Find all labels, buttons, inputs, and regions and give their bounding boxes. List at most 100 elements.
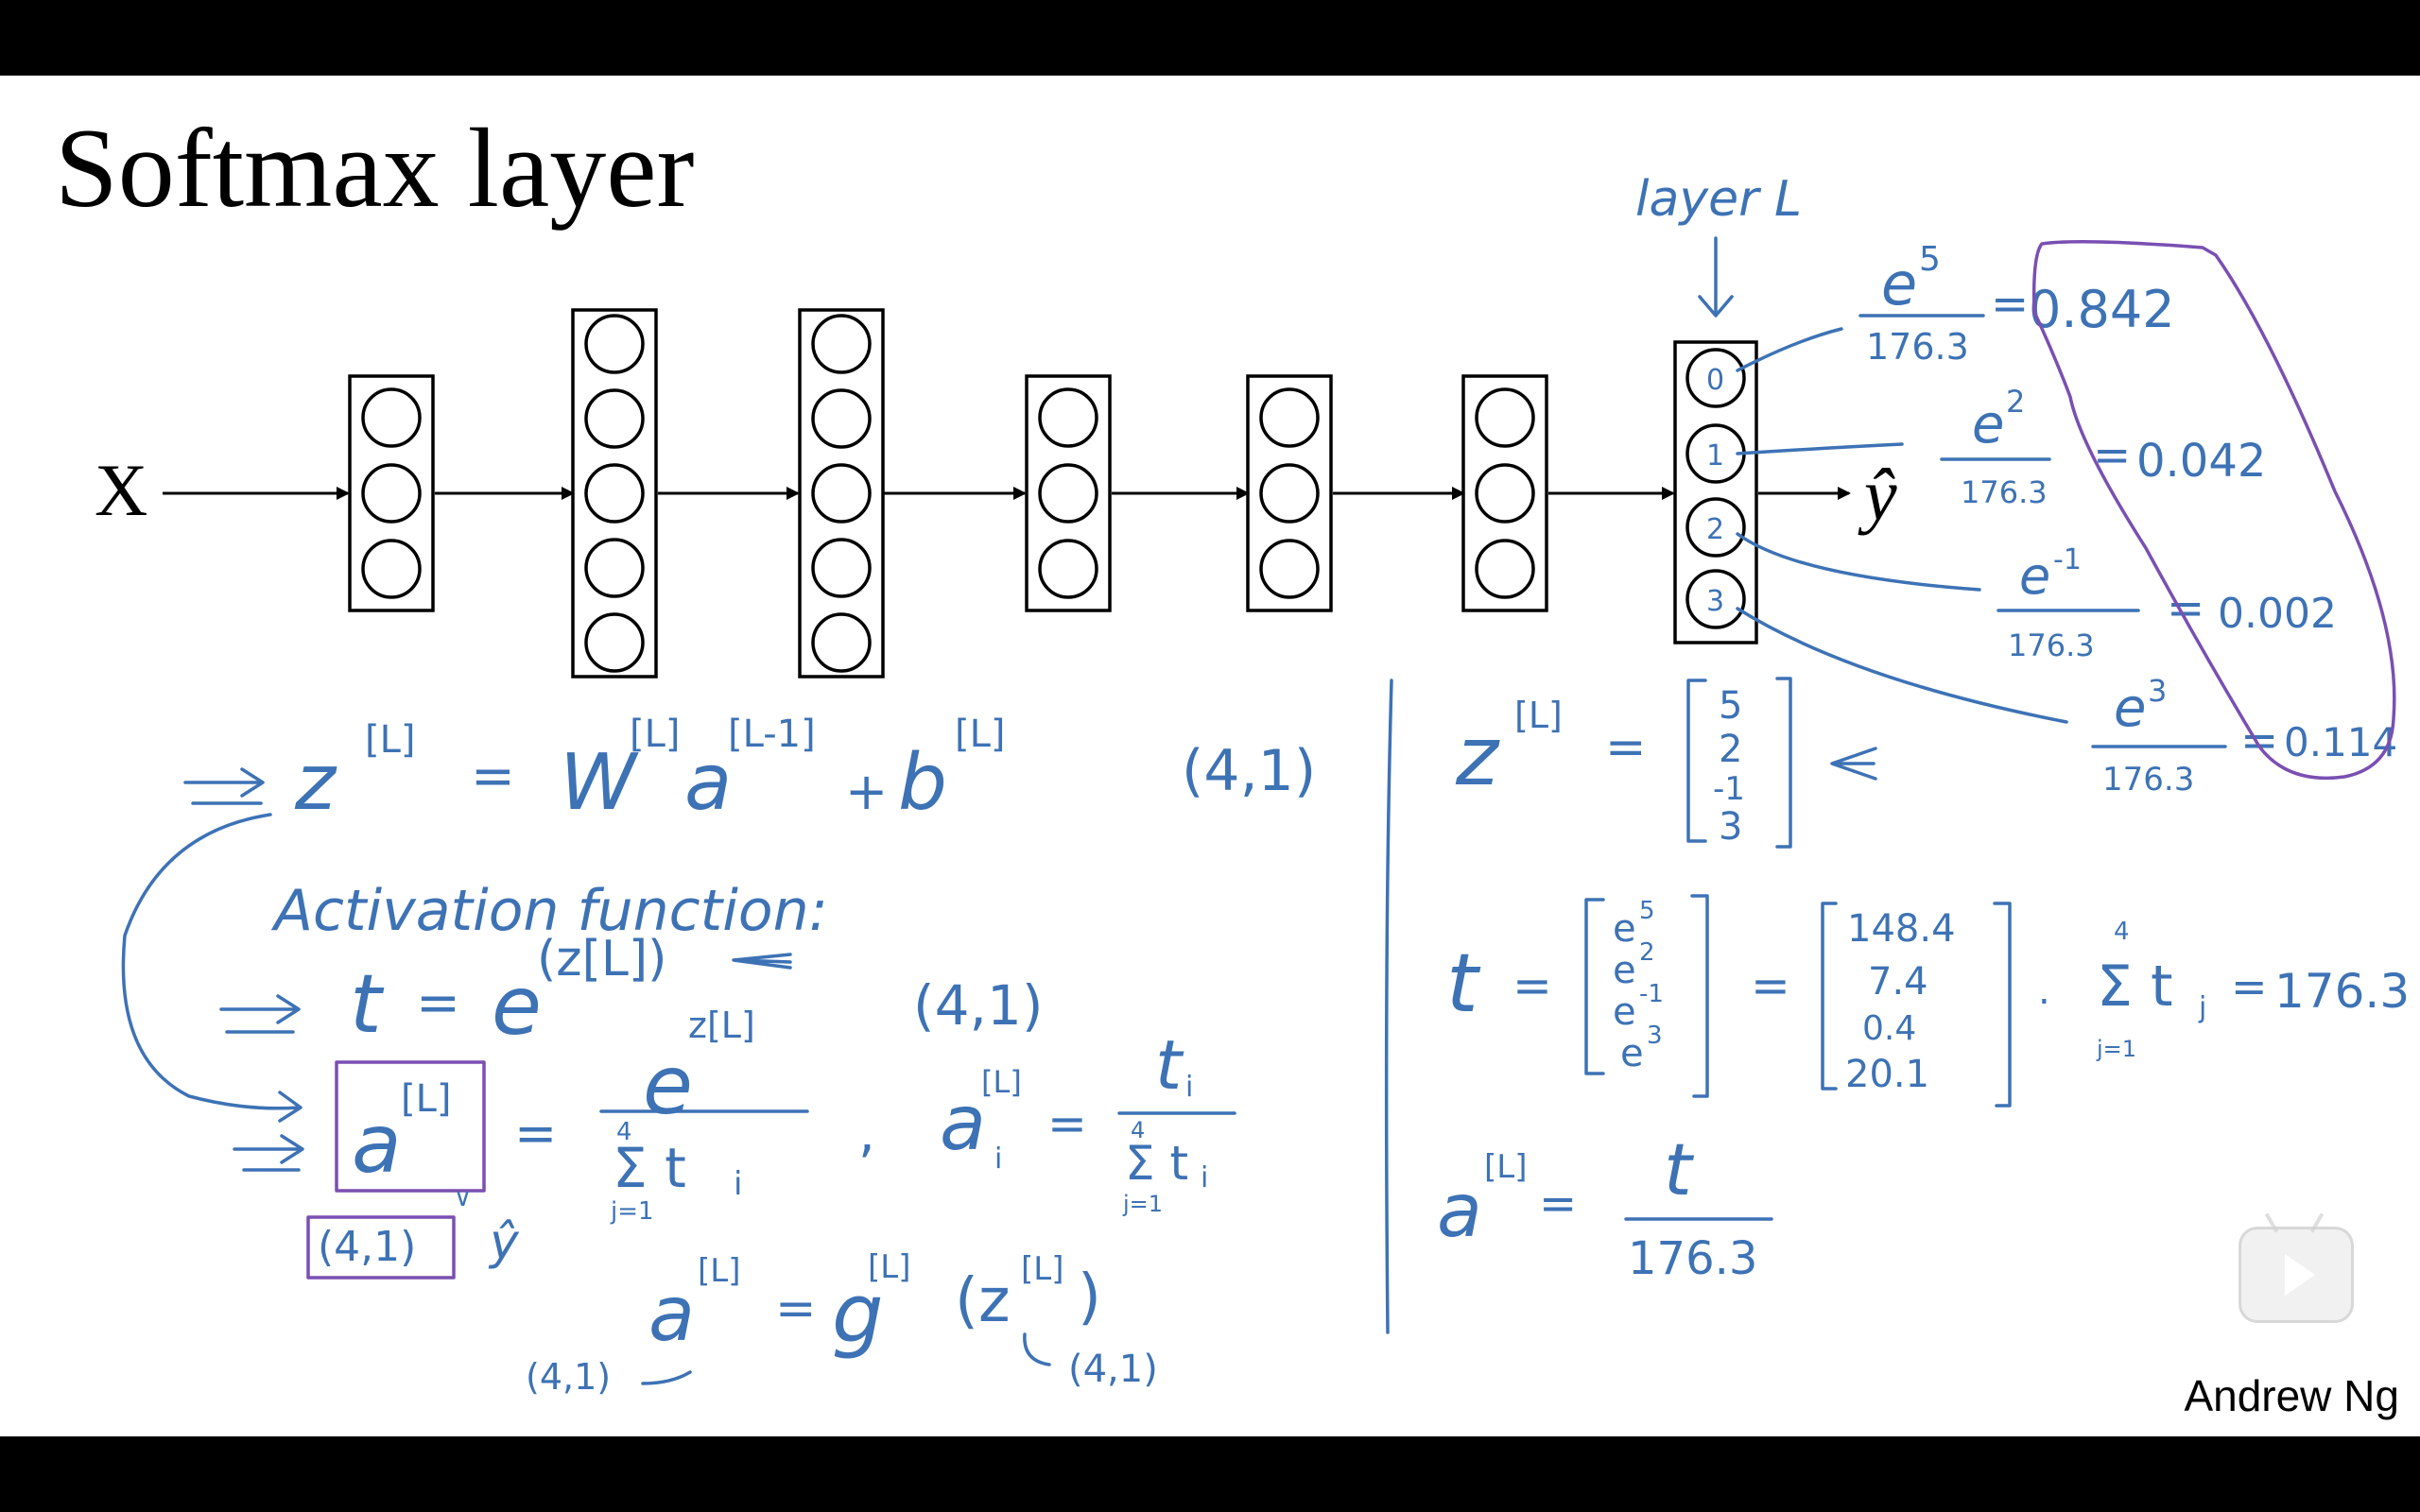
- t-vec-exp-2-exp: -1: [1639, 980, 1664, 1008]
- z-eq-b: b: [898, 738, 947, 828]
- z-equation: z [L] = W [L] a [L-1] + b [L] (4,1): [183, 713, 1316, 828]
- t-equation: t = e (z[L]) (4,1): [219, 931, 1044, 1054]
- ai-eq-lhs: a: [940, 1079, 986, 1167]
- t-vec-exp-2-base: e: [1613, 990, 1636, 1034]
- softmax-output-1: e 2 176.3 = 0.042: [1940, 384, 2266, 510]
- g-eq-lhs: a: [648, 1270, 695, 1358]
- output-yhat-label: ŷ: [1858, 454, 1897, 536]
- author-name: Andrew Ng: [2184, 1371, 2399, 1420]
- t-vec-sum-sub: j=1: [2096, 1036, 2136, 1062]
- softmax-output-3: e 3 176.3 = 0.114: [2091, 673, 2397, 799]
- softmax-2-denominator: 176.3: [2008, 627, 2095, 663]
- softmax-1-exponent: 2: [2006, 384, 2025, 420]
- g-eq-arg-sup: [L]: [1021, 1250, 1063, 1288]
- t-vec-sum-value: 176.3: [2274, 964, 2410, 1019]
- t-eq-exp: (z[L]): [537, 931, 666, 988]
- softmax-1-value: 0.042: [2136, 435, 2266, 488]
- t-vec-lhs: t: [1446, 936, 1481, 1031]
- ai-eq-den: Σ t: [1125, 1136, 1188, 1191]
- a-shape-annotation: (4,1) ∨ ŷ: [306, 1184, 520, 1280]
- t-eq-shape: (4,1): [913, 973, 1044, 1038]
- t-vec-sum-equals: =: [2231, 961, 2268, 1012]
- z-eq-lhs-sup: [L]: [365, 718, 416, 762]
- softmax-0-value: 0.842: [2029, 280, 2175, 339]
- hidden-layer-3: [798, 308, 885, 679]
- t-vec-exp-1-base: e: [1613, 949, 1636, 992]
- output-node-labels: 0 1 2 3: [1706, 364, 1724, 618]
- g-eq-arg: (z: [955, 1266, 1011, 1336]
- t-eq-equals: =: [416, 972, 460, 1034]
- ai-eq-equals: =: [1047, 1096, 1087, 1151]
- hidden-layer-6: [1461, 374, 1548, 612]
- t-vec-exp-3-base: e: [1620, 1032, 1644, 1075]
- softmax-2-value: 0.002: [2218, 590, 2337, 638]
- ai-eq-lhs-sup: [L]: [981, 1064, 1022, 1100]
- ai-eq-num-sub: i: [1185, 1071, 1193, 1104]
- lecture-slide: [0, 76, 2420, 1436]
- input-x-label: X: [95, 449, 147, 531]
- t-vec-sum-sup: 4: [2114, 918, 2130, 946]
- hidden-layer-2: [571, 308, 658, 679]
- softmax-output-0: e 5 176.3 = 0.842: [1858, 240, 2175, 368]
- z-eq-plus: +: [845, 762, 888, 821]
- a-final-equals: =: [1539, 1177, 1577, 1230]
- softmax-3-numerator: e: [2114, 678, 2146, 739]
- a-final-den: 176.3: [1628, 1232, 1757, 1285]
- softmax-2-numerator: e: [2019, 546, 2050, 606]
- hidden-layer-4: [1025, 374, 1112, 612]
- t-vec-value-2: 0.4: [1862, 1009, 1916, 1048]
- play-button[interactable]: [2238, 1212, 2354, 1323]
- hidden-layer-1: [348, 374, 435, 612]
- a-highlight-box: [335, 1060, 486, 1193]
- ai-eq-den-sub: j=1: [1122, 1191, 1163, 1217]
- a-eq-den-i: i: [734, 1165, 742, 1203]
- z-eq-lhs: z: [294, 738, 337, 828]
- output-node-label-1: 1: [1706, 439, 1724, 472]
- a-eq-equals: =: [514, 1104, 557, 1163]
- t-vec-exp-1-exp: 2: [1639, 938, 1655, 967]
- z-eq-a-sup: [L-1]: [728, 713, 816, 756]
- t-vec-sum: Σ t: [2097, 954, 2173, 1020]
- slide-title: Softmax layer: [55, 105, 695, 231]
- ai-eq-num: t: [1155, 1025, 1184, 1105]
- a-final-lhs-sup: [L]: [1484, 1148, 1527, 1186]
- g-eq-shape-right: (4,1): [1068, 1348, 1158, 1391]
- z-eq-w-sup: [L]: [630, 713, 681, 756]
- z-eq-shape: (4,1): [1182, 738, 1316, 804]
- z-vec-value-1: 2: [1719, 728, 1742, 771]
- g-eq-g: g: [832, 1267, 884, 1362]
- g-eq-equals: =: [775, 1280, 817, 1337]
- neural-network: X ŷ: [95, 308, 1897, 679]
- softmax-0-denominator: 176.3: [1866, 326, 1969, 368]
- softmax-2-exponent: -1: [2053, 543, 2082, 576]
- divider-line: [1384, 679, 1393, 1334]
- a-eq-den: Σ t: [613, 1136, 686, 1200]
- z-vec-lhs: z: [1455, 710, 1500, 804]
- softmax-2-equals: =: [2167, 582, 2204, 635]
- node-to-output-curves: [1736, 327, 2068, 724]
- softmax-0-equals: =: [1991, 278, 2029, 331]
- softmax-0-exponent: 5: [1919, 240, 1941, 279]
- layer-L-label: layer L: [1635, 171, 1802, 228]
- g-eq-shape-left: (4,1): [526, 1356, 611, 1398]
- t-vec-value-3: 20.1: [1845, 1053, 1929, 1096]
- a-eq-den-sub: j=1: [610, 1197, 654, 1226]
- a-eq-lhs-sup: [L]: [401, 1077, 452, 1121]
- g-eq-g-sup: [L]: [868, 1248, 910, 1286]
- a-eq-num-sup: z[L]: [688, 1005, 755, 1046]
- t-vec-value-1: 7.4: [1868, 960, 1928, 1004]
- ai-eq-den-sup: 4: [1131, 1117, 1145, 1143]
- a-eq-comma: ,: [858, 1103, 875, 1164]
- z-vec-equals: =: [1605, 719, 1647, 776]
- t-vec-equals: =: [1512, 958, 1552, 1013]
- g-eq-lhs-sup: [L]: [698, 1252, 740, 1290]
- a-final-equation: a [L] = t 176.3: [1437, 1127, 1773, 1285]
- z-eq-b-sup: [L]: [955, 713, 1006, 756]
- ai-eq-lhs-sub: i: [994, 1143, 1002, 1176]
- activation-label: Activation function:: [270, 878, 828, 944]
- a-final-lhs: a: [1437, 1169, 1482, 1254]
- yhat-superscript: ∨: [454, 1184, 472, 1212]
- output-node-label-0: 0: [1706, 364, 1724, 397]
- softmax-1-denominator: 176.3: [1961, 474, 2048, 510]
